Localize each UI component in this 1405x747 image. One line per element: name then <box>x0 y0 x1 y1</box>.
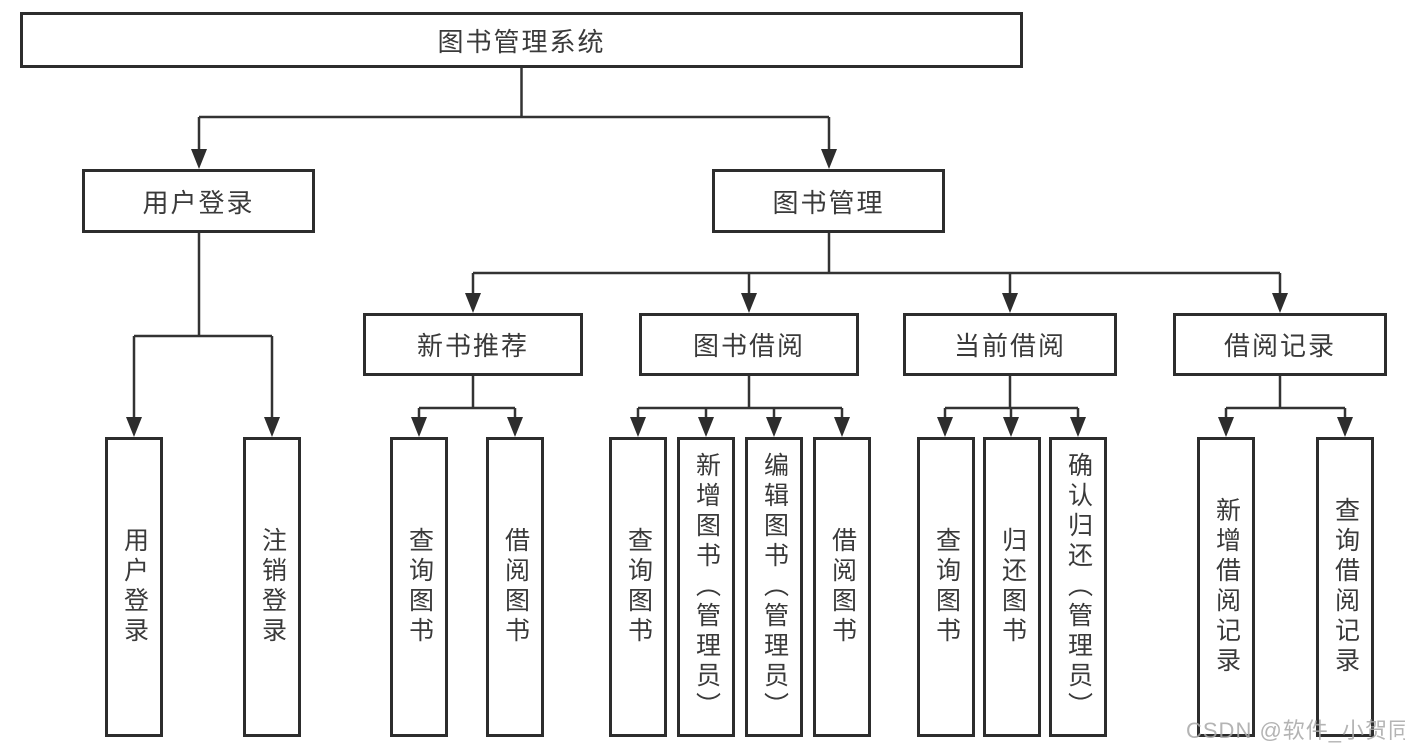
node-leaf-return-book-label: 归还图书 <box>998 527 1027 647</box>
node-leaf-edit-book-admin-label: 编辑图书（管理员） <box>760 452 789 722</box>
node-root: 图书管理系统 <box>20 12 1023 68</box>
node-book-borrow-label: 图书借阅 <box>692 331 805 361</box>
node-leaf-borrow-book-borrow: 借阅图书 <box>813 437 871 737</box>
node-leaf-edit-book-admin: 编辑图书（管理员） <box>745 437 803 737</box>
node-leaf-borrow-book-borrow-label: 借阅图书 <box>828 527 857 647</box>
node-leaf-add-book-admin-label: 新增图书（管理员） <box>692 452 721 722</box>
watermark: CSDN @软件_小贺同学 <box>1186 718 1405 743</box>
node-root-label: 图书管理系统 <box>437 26 606 57</box>
node-leaf-query-book-borrow: 查询图书 <box>609 437 667 737</box>
node-current-borrow-label: 当前借阅 <box>953 331 1066 361</box>
node-leaf-logout-login-label: 注销登录 <box>258 527 287 647</box>
node-leaf-user-login: 用户登录 <box>105 437 163 737</box>
node-leaf-borrow-book-rec-label: 借阅图书 <box>501 527 530 647</box>
node-leaf-query-book-rec-label: 查询图书 <box>405 527 434 647</box>
node-leaf-query-book-rec: 查询图书 <box>390 437 448 737</box>
node-leaf-return-book: 归还图书 <box>983 437 1041 737</box>
node-leaf-query-book-current: 查询图书 <box>917 437 975 737</box>
node-leaf-add-borrow-record-label: 新增借阅记录 <box>1212 497 1241 677</box>
node-leaf-user-login-label: 用户登录 <box>120 527 149 647</box>
node-book-mgmt-label: 图书管理 <box>772 187 885 218</box>
node-leaf-add-book-admin: 新增图书（管理员） <box>677 437 735 737</box>
node-leaf-add-borrow-record: 新增借阅记录 <box>1197 437 1255 737</box>
node-leaf-query-borrow-record-label: 查询借阅记录 <box>1331 497 1360 677</box>
node-borrow-records-label: 借阅记录 <box>1223 331 1336 361</box>
node-borrow-records: 借阅记录 <box>1173 313 1387 376</box>
node-user-login-group-label: 用户登录 <box>142 187 255 218</box>
node-current-borrow: 当前借阅 <box>903 313 1117 376</box>
node-leaf-query-book-current-label: 查询图书 <box>932 527 961 647</box>
node-leaf-logout-login: 注销登录 <box>243 437 301 737</box>
node-leaf-confirm-return-admin: 确认归还（管理员） <box>1049 437 1107 737</box>
node-new-book-rec-label: 新书推荐 <box>416 331 529 361</box>
node-leaf-borrow-book-rec: 借阅图书 <box>486 437 544 737</box>
node-new-book-rec: 新书推荐 <box>363 313 583 376</box>
node-leaf-query-book-borrow-label: 查询图书 <box>624 527 653 647</box>
node-leaf-confirm-return-admin-label: 确认归还（管理员） <box>1064 452 1093 722</box>
node-user-login-group: 用户登录 <box>82 169 315 233</box>
node-book-mgmt: 图书管理 <box>712 169 945 233</box>
node-book-borrow: 图书借阅 <box>639 313 859 376</box>
node-leaf-query-borrow-record: 查询借阅记录 <box>1316 437 1374 737</box>
